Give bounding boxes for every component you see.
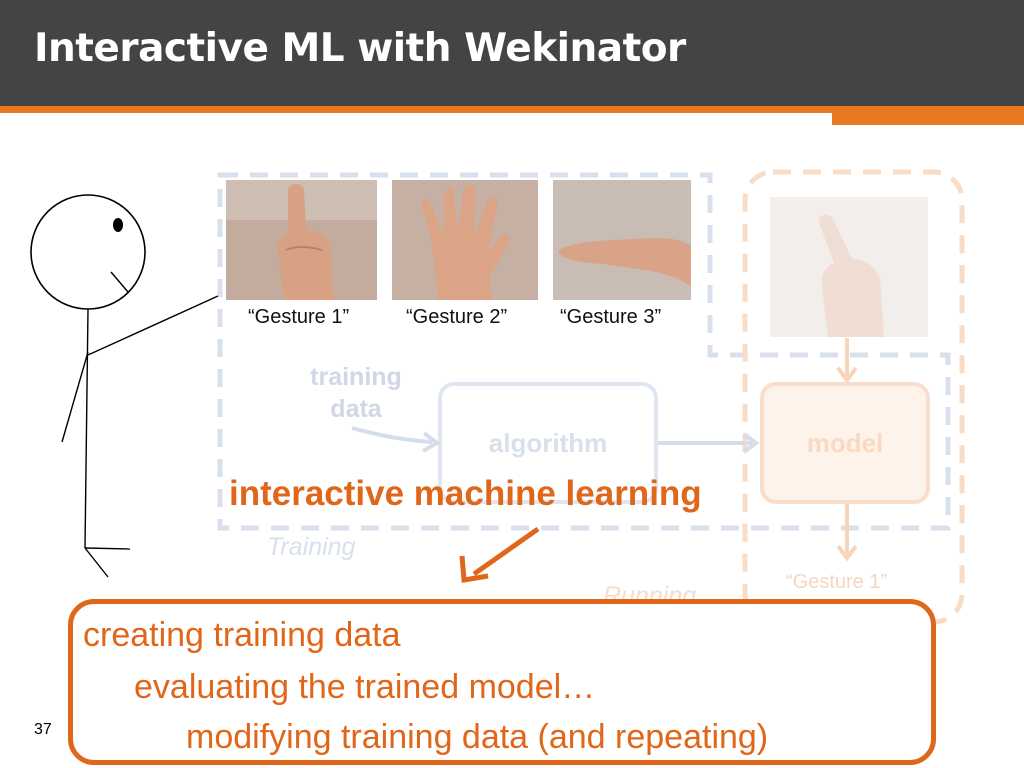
gesture-3-caption: “Gesture 3” (560, 306, 662, 328)
gesture-3-photo (553, 180, 691, 300)
figure-pointing-arm (87, 295, 219, 356)
model-output-arrow-head (836, 544, 858, 562)
gesture-1-caption: “Gesture 1” (248, 306, 350, 328)
figure-left-leg (84, 547, 109, 578)
data-arrow (351, 426, 433, 444)
gesture-2-photo (392, 180, 538, 300)
model-label: model (806, 428, 884, 458)
input-gesture-photo-faded (770, 197, 928, 337)
title-accent-bar (832, 113, 1024, 125)
figure-mouth (110, 271, 129, 293)
callout-arrow-head (459, 555, 489, 583)
output-label: “Gesture 1” (786, 571, 888, 593)
figure-right-leg (84, 547, 131, 550)
figure-left-arm (61, 351, 89, 443)
callout-line-3: modifying training data (and repeating) (186, 718, 769, 756)
input-model-arrow-head (836, 366, 858, 384)
slide-title: Interactive ML with Wekinator (34, 26, 686, 71)
hand-open-palm-icon (392, 180, 538, 300)
algorithm-label: algorithm (488, 428, 608, 458)
figure-head (30, 194, 146, 310)
gesture-2-caption: “Gesture 2” (406, 306, 508, 328)
title-underline (0, 106, 1024, 113)
callout-arrow-shaft (472, 526, 540, 577)
process-callout: creating training data evaluating the tr… (68, 599, 936, 765)
figure-body (84, 308, 89, 549)
figure-eye (113, 218, 123, 232)
callout-line-2: evaluating the trained model… (134, 668, 596, 706)
gesture-1-photo (226, 180, 377, 300)
training-data-label: training data (310, 363, 402, 423)
callout-line-1: creating training data (83, 616, 401, 654)
slide-number: 37 (34, 721, 52, 738)
headline: interactive machine learning (229, 474, 702, 513)
hand-flat-icon (553, 180, 691, 300)
training-label: Training (267, 533, 356, 561)
hand-index-faded-icon (770, 197, 928, 337)
hand-index-icon (226, 180, 377, 300)
data-arrow-head (422, 431, 441, 453)
title-bar: Interactive ML with Wekinator (0, 0, 1024, 106)
algorithm-model-arrow-head (742, 432, 760, 454)
